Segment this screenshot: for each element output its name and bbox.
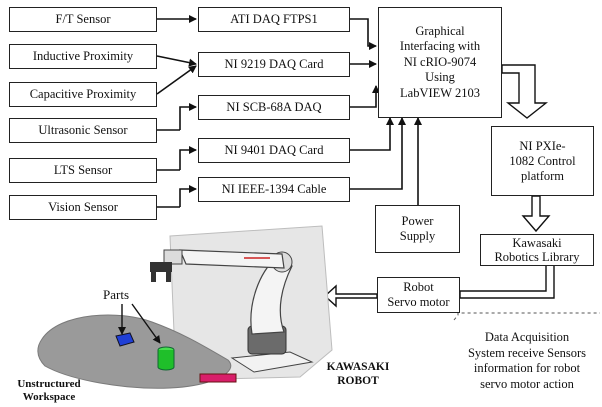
gripper-finger-right: [166, 272, 171, 282]
unstructured-line-1: Unstructured: [17, 378, 81, 390]
daq-note-line-2: System receive Sensors: [467, 345, 587, 360]
capacitive-to-9219-arrow: [156, 65, 197, 95]
graphical-to-pxie-block-arrow: [501, 64, 549, 119]
ati-daq-box: ATI DAQ FTPS1: [198, 7, 350, 32]
blue-part: [115, 332, 135, 347]
inductive-proximity-label: Inductive Proximity: [32, 49, 134, 63]
graphical-line-3: NI cRIO-9074: [403, 54, 477, 69]
gripper-finger-left: [151, 272, 156, 282]
library-to-servo-block-arrow: [459, 263, 555, 299]
robot-gripper-mount: [150, 262, 172, 272]
kawasaki-library-line-2: Robotics Library: [494, 250, 580, 264]
ni9401-daq-label: NI 9401 DAQ Card: [224, 143, 324, 157]
magenta-part: [199, 373, 237, 383]
graphical-interface-box: Graphical Interfacing with NI cRIO-9074 …: [378, 7, 502, 118]
kawasaki-library-box: Kawasaki Robotics Library: [480, 234, 594, 266]
robot-label-line-1: KAWASAKI: [326, 361, 390, 373]
daq-note-line-4: servo motor action: [480, 376, 574, 391]
scb-to-graphical-arrow: [350, 85, 380, 108]
robot-label-line-2: ROBOT: [337, 375, 379, 387]
scb-daq-label: NI SCB-68A DAQ: [226, 100, 322, 114]
daq-note-line-1: Data Acquisition: [484, 330, 570, 344]
robot-wrist: [163, 249, 183, 265]
ultrasonic-sensor-label: Ultrasonic Sensor: [38, 123, 128, 137]
unstructured-workspace-label: Unstructured Workspace: [4, 378, 94, 404]
ieee-to-graphical-arrow: [350, 117, 406, 190]
pxie-line-1: NI PXIe-: [519, 138, 566, 153]
vision-sensor-box: Vision Sensor: [9, 195, 157, 220]
daq-note: Data Acquisition System receive Sensors …: [452, 330, 602, 392]
note-bracket: [453, 312, 600, 321]
ft-sensor-box: F/T Sensor: [9, 7, 157, 32]
power-supply-box: Power Supply: [375, 205, 460, 253]
graphical-line-5: LabVIEW 2103: [400, 85, 480, 100]
graphical-line-4: Using: [425, 70, 455, 85]
kawasaki-library-line-1: Kawasaki: [512, 236, 562, 250]
ni9219-daq-label: NI 9219 DAQ Card: [224, 57, 324, 71]
capacitive-proximity-label: Capacitive Proximity: [29, 87, 137, 101]
ati-daq-label: ATI DAQ FTPS1: [230, 12, 318, 26]
ultrasonic-sensor-box: Ultrasonic Sensor: [9, 118, 157, 143]
pxie-control-box: NI PXIe- 1082 Control platform: [491, 126, 594, 196]
robot-servo-box: Robot Servo motor: [377, 277, 460, 313]
inductive-to-9219-arrow: [156, 55, 197, 67]
vision-sensor-label: Vision Sensor: [48, 200, 118, 214]
daq-connectors: [350, 18, 422, 205]
power-line-1: Power: [401, 214, 434, 228]
power-line-2: Supply: [399, 229, 436, 243]
lts-sensor-label: LTS Sensor: [53, 163, 113, 177]
pxie-to-library-block-arrow: [521, 195, 551, 233]
ni9219-daq-box: NI 9219 DAQ Card: [198, 52, 350, 77]
ni9401-daq-box: NI 9401 DAQ Card: [198, 138, 350, 163]
parts-group: [115, 303, 237, 383]
green-part: [157, 350, 175, 371]
kawasaki-robot-label: KAWASAKI ROBOT: [322, 360, 394, 388]
pxie-line-3: platform: [520, 168, 565, 183]
ft-sensor-label: F/T Sensor: [55, 12, 111, 26]
parts-label: Parts: [103, 287, 129, 302]
ieee-cable-box: NI IEEE-1394 Cable: [198, 177, 350, 202]
pxie-line-2: 1082 Control: [509, 153, 576, 168]
block-arrows: [323, 64, 555, 308]
scb-daq-box: NI SCB-68A DAQ: [198, 95, 350, 120]
sensor-connectors: [156, 15, 197, 208]
lts-sensor-box: LTS Sensor: [9, 158, 157, 183]
unstructured-line-2: Workspace: [22, 391, 76, 403]
servo-to-robot-block-arrow: [323, 284, 378, 308]
vision-to-ieee-arrow: [179, 185, 197, 207]
lts-to-9401-arrow: [179, 146, 197, 170]
capacitive-proximity-box: Capacitive Proximity: [9, 82, 157, 107]
servo-line-1: Robot: [403, 280, 434, 294]
ati-to-graphical-arrow: [350, 18, 377, 50]
graphical-line-2: Interfacing with: [399, 39, 481, 54]
parts-pointer-green: [131, 303, 161, 344]
ultrasonic-to-scb-arrow: [179, 103, 197, 130]
ieee-cable-label: NI IEEE-1394 Cable: [221, 182, 327, 196]
robot-upper-arm: [179, 249, 285, 269]
inductive-proximity-box: Inductive Proximity: [9, 44, 157, 69]
kawasaki-robot: [150, 249, 314, 373]
graphical-line-1: Graphical: [415, 23, 465, 38]
9401-to-graphical-arrow: [350, 117, 394, 151]
daq-note-line-3: information for robot: [473, 361, 581, 375]
servo-line-2: Servo motor: [387, 295, 450, 309]
